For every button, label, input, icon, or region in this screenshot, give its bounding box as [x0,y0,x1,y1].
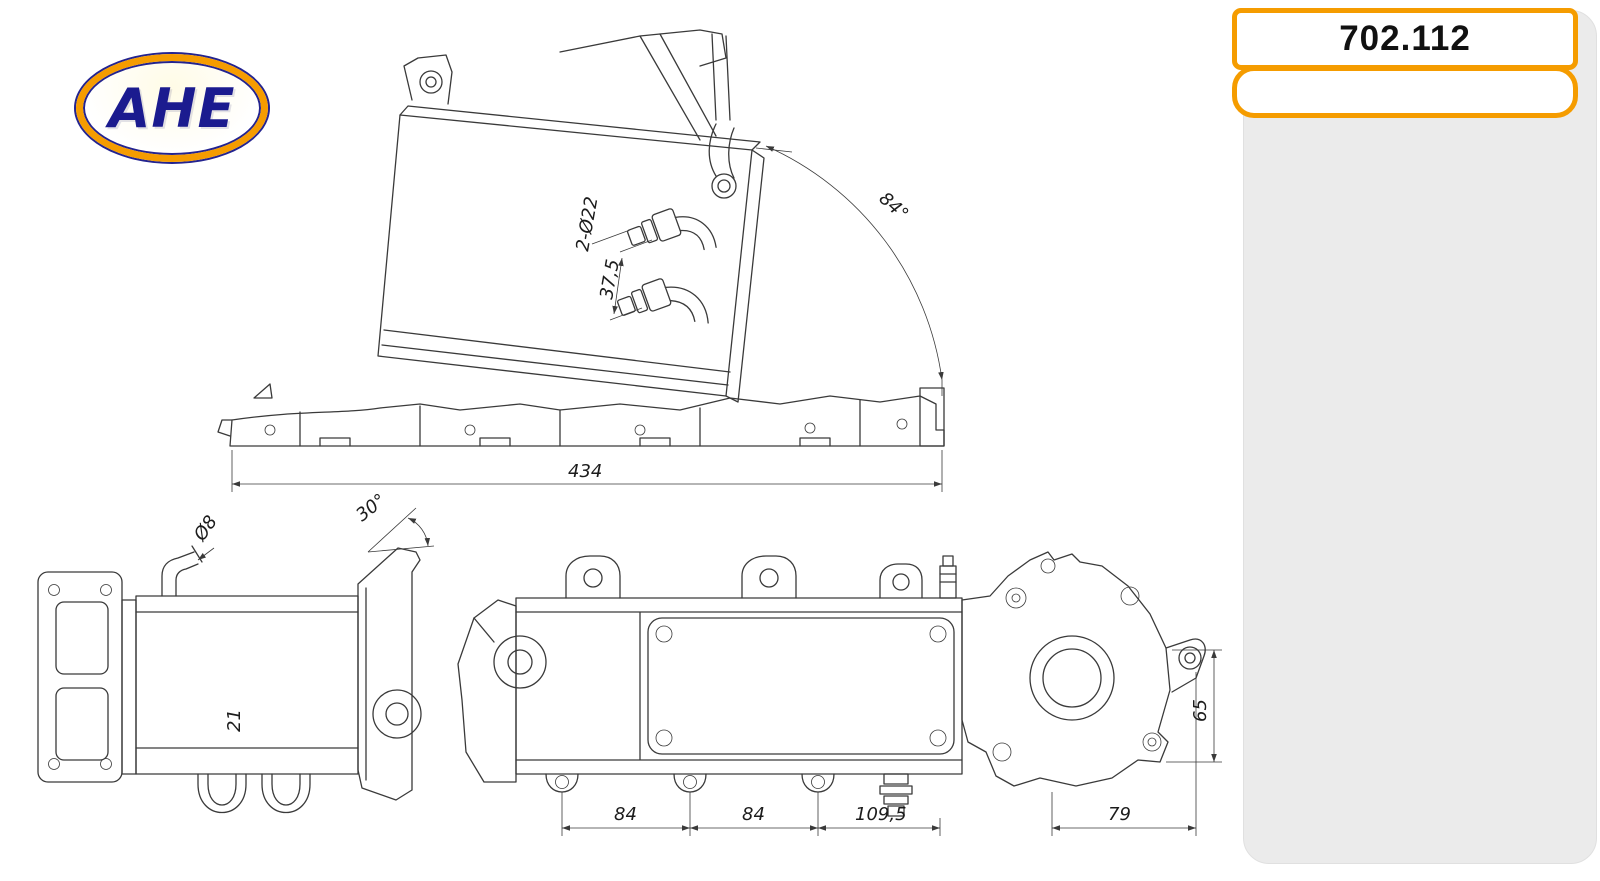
dim-depth: 21 [224,709,245,732]
dim-overall-length: 434 [568,461,602,482]
top-view-dimensions: 84° 2-Ø22 37,5 434 [231,145,944,492]
notes-panel [1243,10,1597,864]
dim-span-2: 84 [742,804,765,825]
rear-view-linework [37,545,422,814]
dim-span-3: 109,5 [855,804,907,825]
side-view-dimensions: 84 84 109,5 79 65 [561,649,1222,836]
reference-box [1232,66,1578,118]
dim-height-65: 65 [1190,699,1211,722]
dim-port-spacing: 37,5 [596,258,624,301]
dim-ports-label: 2-Ø22 [572,195,602,253]
dim-span-4: 79 [1108,804,1131,825]
dim-angle-84: 84° [875,188,913,225]
part-number: 702.112 [1339,19,1471,58]
rear-view-dimensions: Ø8 30° 21 [189,490,435,732]
dim-angle-30: 30° [352,490,390,526]
ahe-logo-text: AHE [108,76,236,140]
side-view-linework [457,551,1206,817]
top-view-linework [217,29,945,447]
technical-drawing: 84° 2-Ø22 37,5 434 [37,29,1222,836]
ahe-logo: AHE [76,54,268,162]
dim-pipe-diameter: Ø8 [189,512,221,546]
dim-span-1: 84 [614,804,637,825]
part-number-box: 702.112 [1232,8,1578,70]
